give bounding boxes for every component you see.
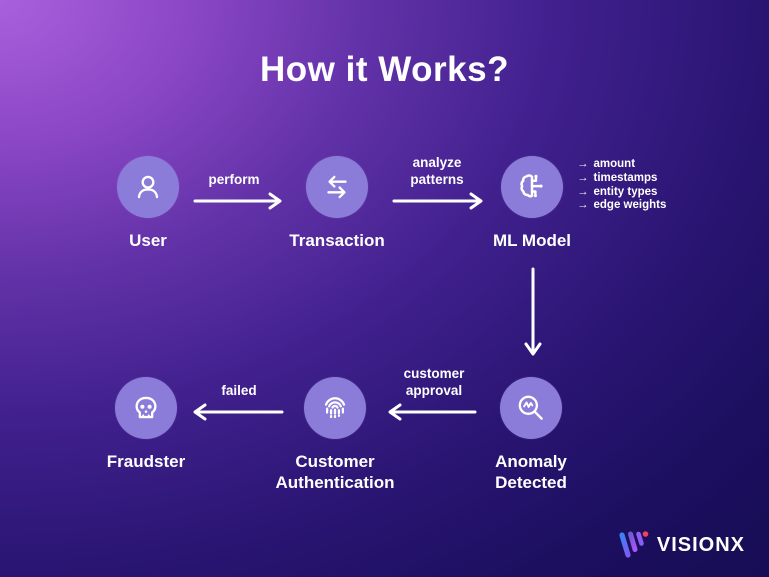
skull-icon (135, 396, 157, 419)
arrow-bullet-icon: → (577, 171, 589, 184)
magnifier-anomaly-icon (518, 395, 543, 420)
node-fraudster-label: Fraudster (106, 452, 186, 471)
ml-feature-item: →timestamps (577, 171, 658, 184)
edge-label-failed: failed (221, 383, 257, 398)
node-anomaly (500, 377, 562, 439)
ml-feature-list: →amount →timestamps →entity types →edge … (577, 158, 666, 213)
edge-label-perform: perform (208, 172, 260, 187)
visionx-logo-mark (619, 531, 649, 558)
arrow-bullet-icon: → (577, 158, 589, 170)
transfer-arrows-icon (327, 175, 347, 199)
user-icon (137, 175, 159, 199)
node-ml-model (501, 156, 563, 218)
node-user (117, 156, 179, 218)
ml-feature-item: →amount (577, 158, 636, 170)
edge-arrow-transaction-mlmodel (392, 192, 483, 210)
edge-arrow-user-transaction (193, 192, 282, 210)
edge-arrow-anomaly-customerauth (388, 403, 477, 421)
page-title: How it Works? (260, 50, 509, 89)
edge-label-customer-approval: customer approval (403, 366, 465, 398)
edge-label-analyze-patterns: analyze patterns (410, 155, 464, 187)
arrow-bullet-icon: → (577, 185, 589, 198)
node-anomaly-label: Anomaly Detected (495, 452, 567, 492)
node-transaction-label: Transaction (289, 231, 385, 250)
edge-arrow-mlmodel-anomaly (524, 267, 542, 356)
node-customer-auth-label: Customer Authentication (275, 452, 395, 492)
fingerprint-icon (324, 397, 346, 419)
brain-circuit-icon (520, 174, 543, 198)
edge-arrow-customerauth-fraudster (193, 403, 284, 421)
arrow-bullet-icon: → (577, 199, 589, 212)
node-user-label: User (129, 231, 167, 250)
node-ml-model-label: ML Model (492, 231, 572, 250)
node-transaction (306, 156, 368, 218)
node-fraudster (115, 377, 177, 439)
visionx-logo: VISIONX (615, 526, 745, 564)
node-customer-auth (304, 377, 366, 439)
ml-feature-item: →edge weights (577, 199, 667, 212)
visionx-logo-text: VISIONX (656, 533, 745, 556)
ml-feature-item: →entity types (577, 185, 658, 198)
